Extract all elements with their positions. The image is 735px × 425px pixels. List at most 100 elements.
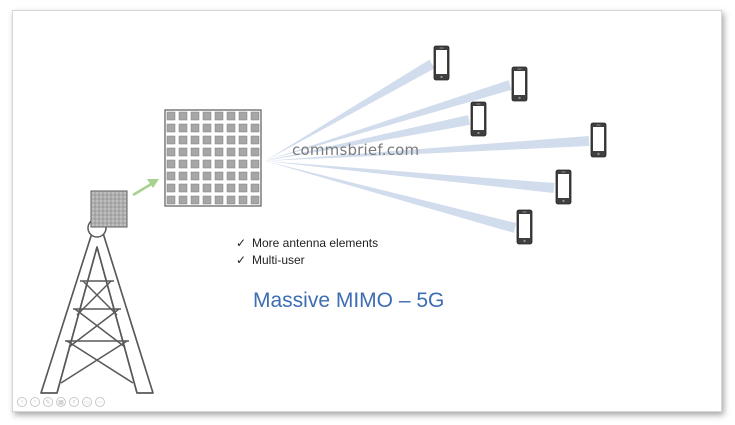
antenna-element bbox=[190, 135, 200, 145]
antenna-element bbox=[238, 135, 248, 145]
antenna-element bbox=[178, 147, 188, 157]
antenna-element bbox=[250, 147, 260, 157]
antenna-element bbox=[238, 171, 248, 181]
next-icon[interactable]: › bbox=[30, 397, 40, 407]
antenna-element bbox=[250, 159, 260, 169]
slide: commsbrief.com ✓ More antenna elements ✓… bbox=[12, 10, 722, 412]
antenna-element bbox=[190, 111, 200, 121]
antenna-element bbox=[166, 183, 176, 193]
antenna-element bbox=[214, 111, 224, 121]
antenna-element bbox=[178, 183, 188, 193]
bullet-item: ✓ Multi-user bbox=[236, 252, 378, 269]
antenna-element bbox=[238, 195, 248, 205]
antenna-element bbox=[238, 159, 248, 169]
antenna-element bbox=[202, 183, 212, 193]
antenna-element bbox=[202, 135, 212, 145]
antenna-element bbox=[250, 111, 260, 121]
antenna-element bbox=[190, 183, 200, 193]
antenna-element bbox=[166, 195, 176, 205]
bullet-item: ✓ More antenna elements bbox=[236, 235, 378, 252]
antenna-element bbox=[190, 123, 200, 133]
antenna-element bbox=[226, 111, 236, 121]
pen-icon[interactable]: ✎ bbox=[43, 397, 53, 407]
antenna-element bbox=[250, 195, 260, 205]
tower-icon bbox=[40, 218, 154, 394]
beam bbox=[265, 161, 517, 233]
beam bbox=[265, 136, 590, 161]
antenna-element bbox=[178, 195, 188, 205]
check-icon: ✓ bbox=[236, 236, 247, 250]
antenna-element bbox=[166, 159, 176, 169]
antenna-element bbox=[166, 147, 176, 157]
beam bbox=[265, 115, 470, 161]
phone-icon bbox=[516, 209, 533, 245]
antenna-element bbox=[190, 147, 200, 157]
bullet-text: More antenna elements bbox=[252, 236, 379, 250]
antenna-element bbox=[202, 123, 212, 133]
antenna-element bbox=[202, 147, 212, 157]
antenna-element bbox=[178, 171, 188, 181]
beam bbox=[265, 80, 512, 161]
antenna-element bbox=[214, 147, 224, 157]
antenna-element bbox=[250, 135, 260, 145]
antenna-element bbox=[214, 195, 224, 205]
antenna-element bbox=[190, 159, 200, 169]
antenna-element bbox=[214, 135, 224, 145]
antenna-element bbox=[226, 123, 236, 133]
watermark-text: commsbrief.com bbox=[292, 141, 420, 159]
antenna-element bbox=[166, 171, 176, 181]
antenna-element bbox=[226, 183, 236, 193]
antenna-element bbox=[190, 171, 200, 181]
more-icon[interactable]: ⋯ bbox=[95, 397, 105, 407]
antenna-element bbox=[250, 171, 260, 181]
antenna-element bbox=[238, 123, 248, 133]
antenna-element bbox=[166, 135, 176, 145]
small-antenna-array-icon bbox=[90, 190, 128, 228]
screen-icon[interactable]: ▭ bbox=[82, 397, 92, 407]
zoom-icon[interactable]: ⌕ bbox=[69, 397, 79, 407]
phone-icon bbox=[470, 101, 487, 137]
antenna-element bbox=[190, 195, 200, 205]
antenna-element bbox=[202, 111, 212, 121]
antenna-element bbox=[178, 159, 188, 169]
antenna-element bbox=[226, 159, 236, 169]
antenna-element bbox=[238, 183, 248, 193]
prev-icon[interactable]: ‹ bbox=[17, 397, 27, 407]
phone-icon bbox=[511, 66, 528, 102]
antenna-element bbox=[238, 111, 248, 121]
antenna-element bbox=[214, 123, 224, 133]
grid-icon[interactable]: ▦ bbox=[56, 397, 66, 407]
bullet-text: Multi-user bbox=[252, 253, 305, 267]
antenna-element bbox=[226, 147, 236, 157]
antenna-element bbox=[250, 123, 260, 133]
slideshow-toolbar: ‹ › ✎ ▦ ⌕ ▭ ⋯ bbox=[17, 397, 105, 407]
antenna-element bbox=[214, 159, 224, 169]
antenna-element bbox=[202, 195, 212, 205]
slide-title: Massive MIMO – 5G bbox=[253, 289, 445, 312]
antenna-element bbox=[238, 147, 248, 157]
phone-icon bbox=[590, 122, 607, 158]
diagram-canvas bbox=[40, 45, 607, 394]
antenna-element bbox=[214, 171, 224, 181]
massive-antenna-array-icon bbox=[164, 109, 262, 207]
antenna-element bbox=[214, 183, 224, 193]
phone-icon bbox=[555, 169, 572, 205]
antenna-element bbox=[166, 111, 176, 121]
antenna-element bbox=[166, 123, 176, 133]
antenna-element bbox=[226, 195, 236, 205]
antenna-element bbox=[178, 123, 188, 133]
beam bbox=[265, 59, 435, 161]
arrow-icon bbox=[132, 179, 159, 197]
antenna-element bbox=[226, 171, 236, 181]
antenna-element bbox=[202, 171, 212, 181]
phones bbox=[433, 45, 607, 245]
check-icon: ✓ bbox=[236, 253, 247, 267]
antenna-element bbox=[178, 135, 188, 145]
antenna-element bbox=[202, 159, 212, 169]
phone-icon bbox=[433, 45, 450, 81]
antenna-element bbox=[250, 183, 260, 193]
bullet-list: ✓ More antenna elements ✓ Multi-user bbox=[236, 235, 378, 269]
antenna-element bbox=[226, 135, 236, 145]
antenna-element bbox=[178, 111, 188, 121]
beam bbox=[265, 161, 555, 193]
